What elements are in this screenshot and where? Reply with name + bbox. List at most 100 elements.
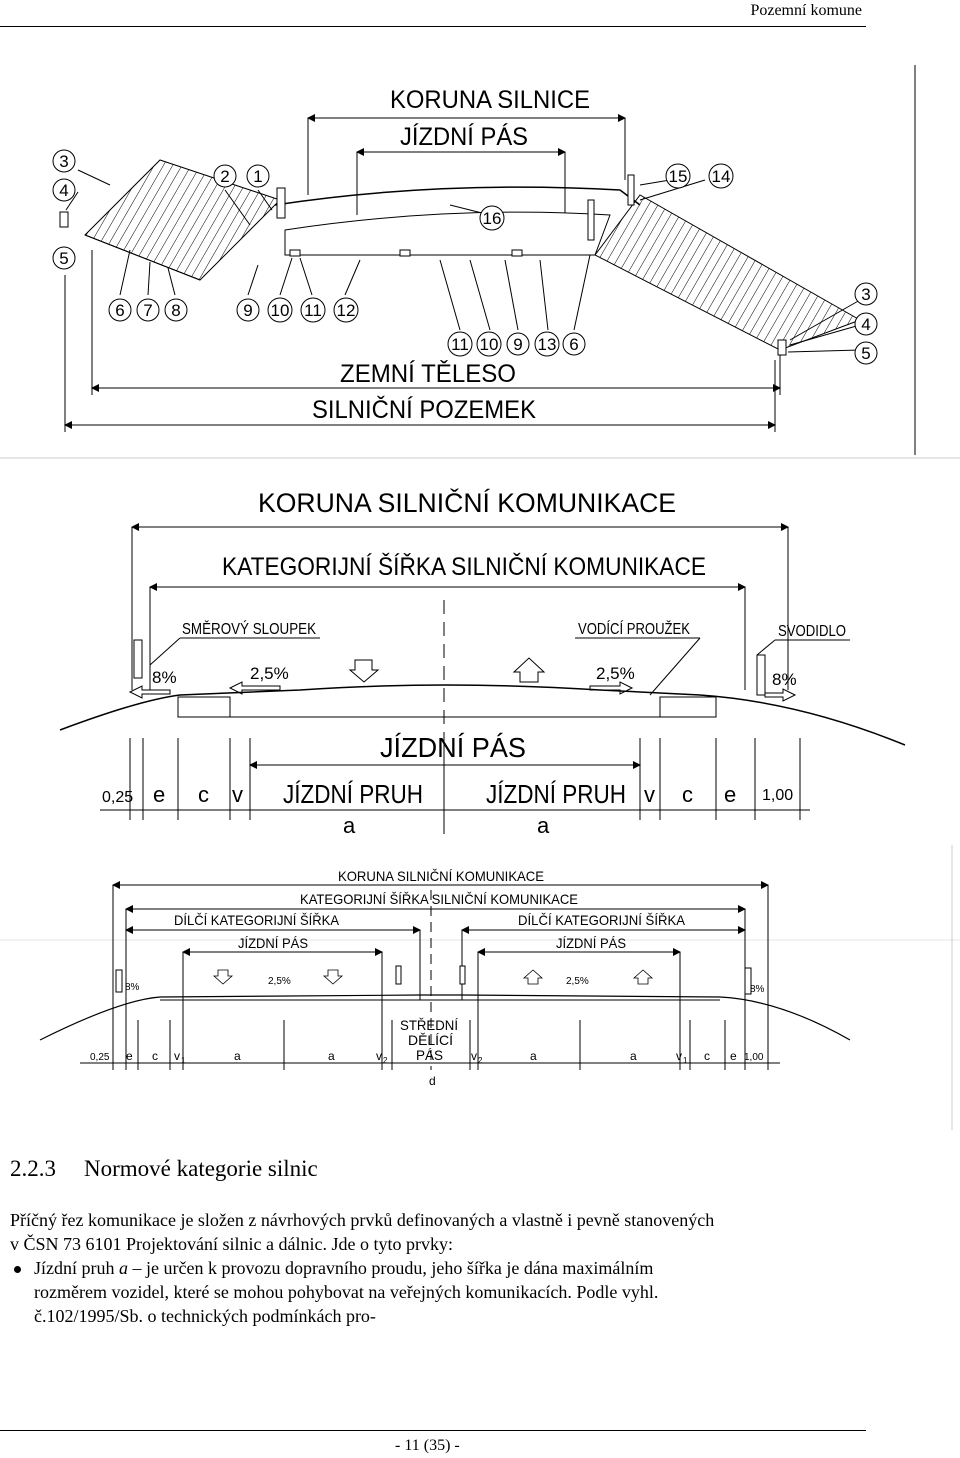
marker-5a: 5 xyxy=(52,246,76,270)
label-jizdni-pas-1: JÍZDNÍ PÁS xyxy=(400,122,528,151)
label-e-right: e xyxy=(724,782,736,807)
bullet-var: a xyxy=(119,1258,128,1278)
svg-text:2: 2 xyxy=(220,167,229,186)
label3-e-right: e xyxy=(730,1049,737,1063)
label-jizdni-pas-2: JÍZDNÍ PÁS xyxy=(380,732,526,763)
slope-right-outer: 8% xyxy=(772,670,797,689)
label-a-right: a xyxy=(537,813,550,838)
label3-v1-left-sub: 1 xyxy=(181,1056,186,1065)
label-e-left: e xyxy=(153,782,165,807)
section-heading: 2.2.3 Normové kategorie silnic xyxy=(10,1156,318,1182)
slope3-right-outer: 8% xyxy=(750,984,765,995)
marker-9b: 9 xyxy=(506,332,530,356)
marker-11a: 11 xyxy=(300,297,326,323)
slope3-right-inner: 2,5% xyxy=(566,976,589,987)
bullet-text-pre: Jízdní pruh xyxy=(34,1258,119,1278)
label3-a4: a xyxy=(630,1049,637,1063)
svg-text:1: 1 xyxy=(253,167,262,186)
svg-text:4: 4 xyxy=(861,315,870,334)
cross-section-figures: 3 4 5 2 1 6 7 8 9 10 11 12 16 15 14 11 1… xyxy=(0,65,960,1130)
label3-a3: a xyxy=(530,1049,537,1063)
header-rule xyxy=(0,26,866,27)
label-dilci-left: DÍLČÍ KATEGORIJNÍ ŠÍŘKA xyxy=(174,912,340,928)
label-zemni-teleso: ZEMNÍ TĚLESO xyxy=(340,359,516,388)
section-title: Normové kategorie silnic xyxy=(84,1156,318,1181)
label-kategorijni-2: KATEGORIJNÍ ŠÍŘKA SILNIČNÍ KOMUNIKACE xyxy=(222,552,706,581)
label3-v2-right-sub: 2 xyxy=(478,1056,483,1065)
label-c-left: c xyxy=(198,782,209,807)
label3-v1-right-sub: 1 xyxy=(683,1056,688,1065)
svg-text:5: 5 xyxy=(59,249,68,268)
label3-v2-right: v xyxy=(471,1049,477,1063)
slope-right-inner: 2,5% xyxy=(596,664,635,683)
slope3-left-inner: 2,5% xyxy=(268,976,291,987)
page-number: - 11 (35) - xyxy=(395,1437,460,1454)
marker-7: 7 xyxy=(136,298,160,322)
slope-left-inner: 2,5% xyxy=(250,664,289,683)
label3-c-left: c xyxy=(152,1049,158,1063)
label-c-right: c xyxy=(682,782,693,807)
svg-text:11: 11 xyxy=(304,301,322,320)
label3-a2: a xyxy=(328,1049,335,1063)
marker-13: 13 xyxy=(534,331,560,357)
marker-11b: 11 xyxy=(447,331,473,357)
callout-markers: 3 4 5 2 1 6 7 8 9 10 11 12 16 15 14 11 1… xyxy=(52,149,878,365)
svg-text:10: 10 xyxy=(480,335,499,354)
label-jizdni-pas-3-left: JÍZDNÍ PÁS xyxy=(238,935,308,951)
bullet-dot xyxy=(14,1266,21,1273)
label-silnicni-pozemek: SILNIČNÍ POZEMEK xyxy=(312,395,536,424)
marker-2: 2 xyxy=(213,164,237,188)
marker-3b: 3 xyxy=(854,282,878,306)
diagram-two-lane: KORUNA SILNIČNÍ KOMUNIKACE KATEGORIJNÍ Š… xyxy=(59,487,906,840)
svg-text:5: 5 xyxy=(861,344,870,363)
svg-text:10: 10 xyxy=(271,301,290,320)
bullet-text-post: – je určen k provozu dopravního proudu, … xyxy=(34,1258,659,1326)
marker-8: 8 xyxy=(164,298,188,322)
slope3-left-outer: 8% xyxy=(125,982,140,993)
slope-left-outer: 8% xyxy=(152,668,177,687)
label3-v2-left-sub: 2 xyxy=(383,1056,388,1065)
marker-6b: 6 xyxy=(562,332,586,356)
svg-text:7: 7 xyxy=(143,301,152,320)
label-koruna-silnice: KORUNA SILNICE xyxy=(390,86,590,114)
svg-text:12: 12 xyxy=(337,301,356,320)
label-dilci-right: DÍLČÍ KATEGORIJNÍ ŠÍŘKA xyxy=(518,912,686,928)
label3-v1-left: v xyxy=(174,1049,180,1063)
marker-3a: 3 xyxy=(52,149,76,173)
label-v-left: v xyxy=(232,782,243,807)
svg-text:8: 8 xyxy=(171,301,180,320)
label-v-right: v xyxy=(644,782,655,807)
svg-text:6: 6 xyxy=(115,301,124,320)
marker-10b: 10 xyxy=(476,331,502,357)
label3-a1: a xyxy=(234,1049,241,1063)
svg-text:11: 11 xyxy=(451,335,469,354)
section-number: 2.2.3 xyxy=(10,1156,56,1181)
label-stredni-2: DĚLÍCÍ xyxy=(408,1032,453,1048)
svg-text:4: 4 xyxy=(59,181,68,200)
label-left-dim: 0,25 xyxy=(102,789,133,806)
svg-text:15: 15 xyxy=(669,167,688,186)
label3-left-dim: 0,25 xyxy=(90,1052,110,1063)
svg-text:3: 3 xyxy=(59,152,68,171)
label3-e-left: e xyxy=(126,1049,133,1063)
svg-text:14: 14 xyxy=(712,167,731,186)
label-jizdni-pas-3-right: JÍZDNÍ PÁS xyxy=(556,935,626,951)
label-jizdni-pruh-left: JÍZDNÍ PRUH xyxy=(283,779,423,809)
label3-c-right: c xyxy=(704,1049,710,1063)
label3-d: d xyxy=(429,1074,436,1088)
marker-14: 14 xyxy=(708,163,734,189)
label-stredni-1: STŘEDNÍ xyxy=(400,1017,458,1033)
label3-v1-right: v xyxy=(676,1049,682,1063)
label-svodidlo: SVODIDLO xyxy=(778,623,846,640)
label-kategorijni-3: KATEGORIJNÍ ŠÍŘKA SILNIČNÍ KOMUNIKACE xyxy=(300,891,578,907)
label-right-dim: 1,00 xyxy=(762,787,793,804)
svg-text:16: 16 xyxy=(483,209,502,228)
label-koruna-3: KORUNA SILNIČNÍ KOMUNIKACE xyxy=(338,868,544,884)
label-smerovy-sloupek: SMĚROVÝ SLOUPEK xyxy=(182,619,316,638)
paragraph-intro: Příčný řez komunikace je složen z návrho… xyxy=(10,1210,715,1254)
diagram-road-body: 3 4 5 2 1 6 7 8 9 10 11 12 16 15 14 11 1… xyxy=(0,65,960,459)
label-vodici-prouzek: VODÍCÍ PROUŽEK xyxy=(578,619,690,638)
label-stredni-3: PÁS xyxy=(416,1047,443,1063)
footer-rule xyxy=(0,1430,866,1431)
svg-text:9: 9 xyxy=(243,301,252,320)
